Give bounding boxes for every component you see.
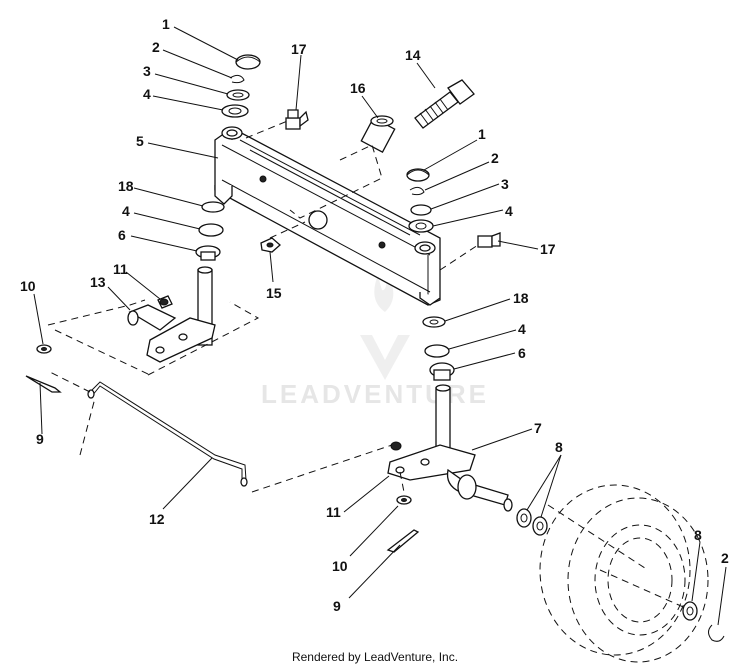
callout-13: 13 [90,274,106,290]
callout-11b: 11 [326,504,341,520]
bushing [360,115,396,153]
grease-fittings [285,109,501,248]
callout-labels: 1 2 3 4 5 18 4 6 11 13 10 9 12 17 14 16 … [20,16,729,626]
callout-2a: 2 [152,39,160,55]
reference-lines [47,119,479,493]
left-washer-stack [195,54,261,261]
callout-4d: 4 [518,321,526,337]
render-credit: Rendered by LeadVenture, Inc. [291,650,459,664]
callout-2c: 2 [721,550,729,566]
callout-1a: 1 [162,16,170,32]
callout-16: 16 [350,80,366,96]
callout-4a: 4 [143,86,151,102]
tie-rod [87,381,248,487]
watermark-text: LEADVENTURE [261,379,489,409]
callout-9b: 9 [333,598,341,614]
callout-14: 14 [405,47,421,63]
callout-18b: 18 [513,290,529,306]
callout-2b: 2 [491,150,499,166]
right-washer-stack [406,168,455,381]
callout-5: 5 [136,133,144,149]
left-spindle [127,266,216,363]
callout-10b: 10 [332,558,348,574]
callout-18a: 18 [118,178,134,194]
callout-10a: 10 [20,278,36,294]
callout-9a: 9 [36,431,44,447]
callout-8a: 8 [555,439,563,455]
callout-11a: 11 [113,261,128,277]
callout-4b: 4 [122,203,130,219]
callout-3b: 3 [501,176,509,192]
right-spindle [386,384,513,553]
callout-8b: 8 [694,527,702,543]
callout-17a: 17 [291,41,307,57]
hub-washer [682,601,725,642]
callout-4c: 4 [505,203,513,219]
callout-12: 12 [149,511,165,527]
callout-6a: 6 [118,227,126,243]
callout-17b: 17 [540,241,556,257]
axle-beam [214,126,441,306]
callout-3a: 3 [143,63,151,79]
axle-washers [516,508,548,536]
callout-1b: 1 [478,126,486,142]
wheel-outline [539,484,709,663]
pivot-nut [260,237,281,253]
left-cotter-pin [25,344,62,393]
callout-7: 7 [534,420,542,436]
callout-6b: 6 [518,345,526,361]
callout-15: 15 [266,285,282,301]
pivot-bolt [414,79,475,129]
